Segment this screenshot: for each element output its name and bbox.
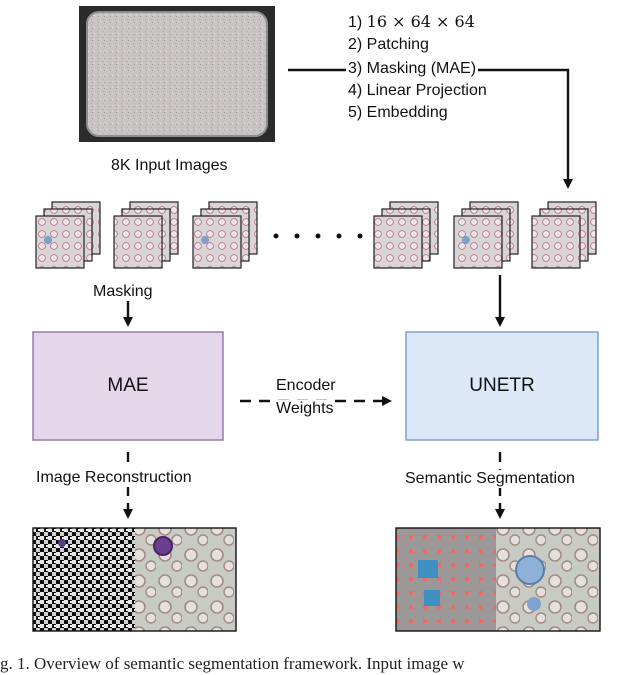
unetr-label: UNETR xyxy=(469,375,535,396)
patch-stack xyxy=(531,201,597,269)
step-5: 5) Embedding xyxy=(346,104,450,122)
mae-box xyxy=(32,331,224,441)
ellipsis-dots xyxy=(273,233,363,239)
patch-stack xyxy=(35,201,101,269)
patch-stack xyxy=(453,201,519,269)
input-images-label: 8K Input Images xyxy=(111,157,228,174)
patch-stack xyxy=(373,201,439,269)
semantic-segmentation-label: Semantic Segmentation xyxy=(405,470,575,488)
patch-stack xyxy=(192,201,258,269)
step-3: 3) Masking (MAE) xyxy=(346,60,479,78)
segmentation-output-image xyxy=(395,527,601,632)
patch-stacks xyxy=(35,201,597,269)
patch-stack xyxy=(113,201,179,269)
weights-label: Weights xyxy=(276,400,334,418)
step-1: 1) 16 × 64 × 64 xyxy=(346,12,477,32)
image-reconstruction-label: Image Reconstruction xyxy=(36,469,192,487)
step-4: 4) Linear Projection xyxy=(346,82,489,100)
input-image xyxy=(79,6,275,142)
masking-label: Masking xyxy=(93,283,153,301)
figure-caption: g. 1. Overview of semantic segmentation … xyxy=(0,654,465,673)
encoder-label: Encoder xyxy=(276,377,336,395)
unetr-box xyxy=(405,331,599,441)
reconstruction-output-image xyxy=(32,527,237,632)
step-2: 2) Patching xyxy=(346,36,431,54)
mae-label: MAE xyxy=(107,375,149,396)
